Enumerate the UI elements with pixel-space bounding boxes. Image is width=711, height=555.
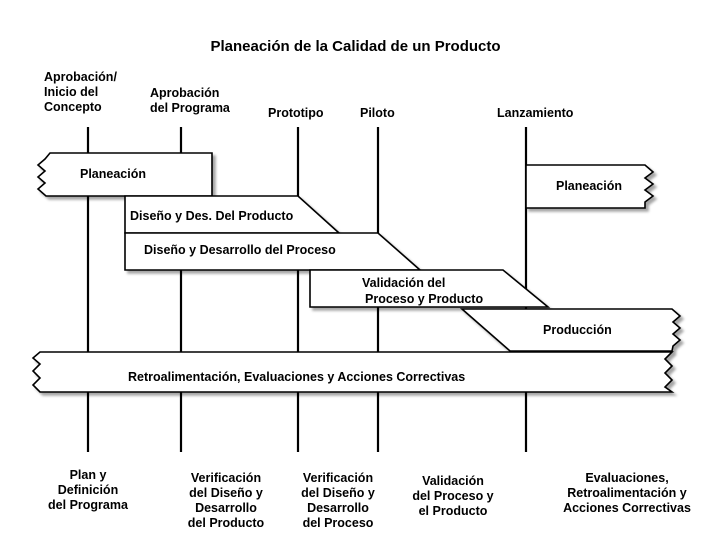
phase-validacion [309, 269, 551, 308]
milestone-label-lanzamiento: Lanzamiento [497, 106, 574, 120]
milestone-label-programa: Aprobación del Programa [150, 86, 230, 115]
phase-diseno-proceso-label: Diseño y Desarrollo del Proceso [144, 243, 336, 257]
phase-retroalimentacion [31, 351, 675, 393]
phase-planeacion-right-label: Planeación [556, 179, 622, 193]
output-label-plan: Plan y Definición del Programa [48, 468, 128, 512]
phase-validacion-label-1: Validación del [362, 276, 445, 290]
output-label-verificacion-producto: Verificación del Diseño y Desarrollo del… [187, 471, 265, 530]
output-label-validacion: Validación del Proceso y el Producto [412, 474, 494, 518]
milestone-label-prototipo: Prototipo [268, 106, 324, 120]
phase-diseno-producto-label: Diseño y Des. Del Producto [130, 209, 294, 223]
output-label-evaluaciones: Evaluaciones, Retroalimentación y Accion… [563, 471, 691, 515]
phase-produccion-label: Producción [543, 323, 612, 337]
milestone-label-piloto: Piloto [360, 106, 395, 120]
phase-produccion [459, 308, 682, 352]
phase-retroalimentacion-label: Retroalimentación, Evaluaciones y Accion… [128, 370, 465, 384]
phase-planeacion-left [36, 152, 213, 197]
phase-validacion-label-2: Proceso y Producto [365, 292, 483, 306]
diagram-title: Planeación de la Calidad de un Producto [210, 38, 501, 55]
milestone-label-concepto: Aprobación/ Inicio del Concepto [44, 70, 117, 114]
phase-planeacion-left-label: Planeación [80, 167, 146, 181]
phase-planeacion-right [525, 164, 655, 209]
output-label-verificacion-proceso: Verificación del Diseño y Desarrollo del… [301, 471, 375, 530]
